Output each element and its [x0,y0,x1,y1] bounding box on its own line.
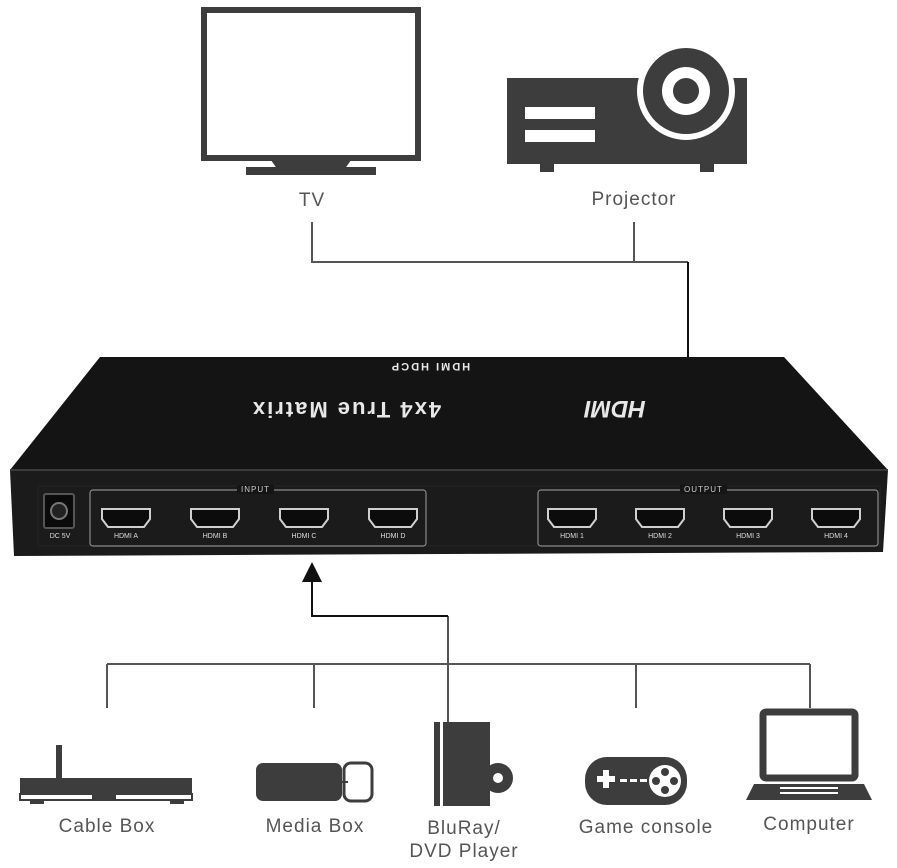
media-box-icon [256,761,374,803]
bluray-dvd-icon [434,722,513,806]
input-group-label: INPUT [237,485,274,494]
port-label-hdmi-4: HDMI 4 [824,533,848,540]
media-box-label: Media Box [265,816,365,837]
projector-label: Projector [591,189,677,210]
computer-icon [746,708,872,800]
bluray-label-line1: BluRay/ [427,818,501,839]
tv-icon [201,7,421,175]
computer-label: Computer [763,814,855,835]
port-label-hdmi-b: HDMI B [202,533,228,540]
cable-box-label: Cable Box [58,816,156,837]
bluray-label-line2: DVD Player [409,841,519,862]
switch-top-print: HDMI HDCP [389,360,471,372]
port-label-hdmi-c: HDMI C [291,533,317,540]
port-label-hdmi-a: HDMI A [113,533,139,540]
port-label-hdmi-1: HDMI 1 [560,533,584,540]
switch-title: 4x4 True Matrix [250,397,442,422]
projector-icon [507,42,747,172]
port-label-hdmi-3: HDMI 3 [736,533,760,540]
power-label: DC 5V [49,533,71,540]
port-label-hdmi-2: HDMI 2 [648,533,672,540]
connection-lines [106,222,811,722]
output-group-label: OUTPUT [680,485,727,494]
hdmi-ports [101,508,861,528]
port-label-hdmi-d: HDMI D [380,533,406,540]
game-console-icon [585,757,687,805]
hdmi-matrix-switch [10,357,888,556]
tv-label: TV [298,190,326,211]
game-console-label: Game console [578,817,714,838]
switch-brand: HDMI [584,395,646,422]
cable-box-icon [19,745,193,804]
